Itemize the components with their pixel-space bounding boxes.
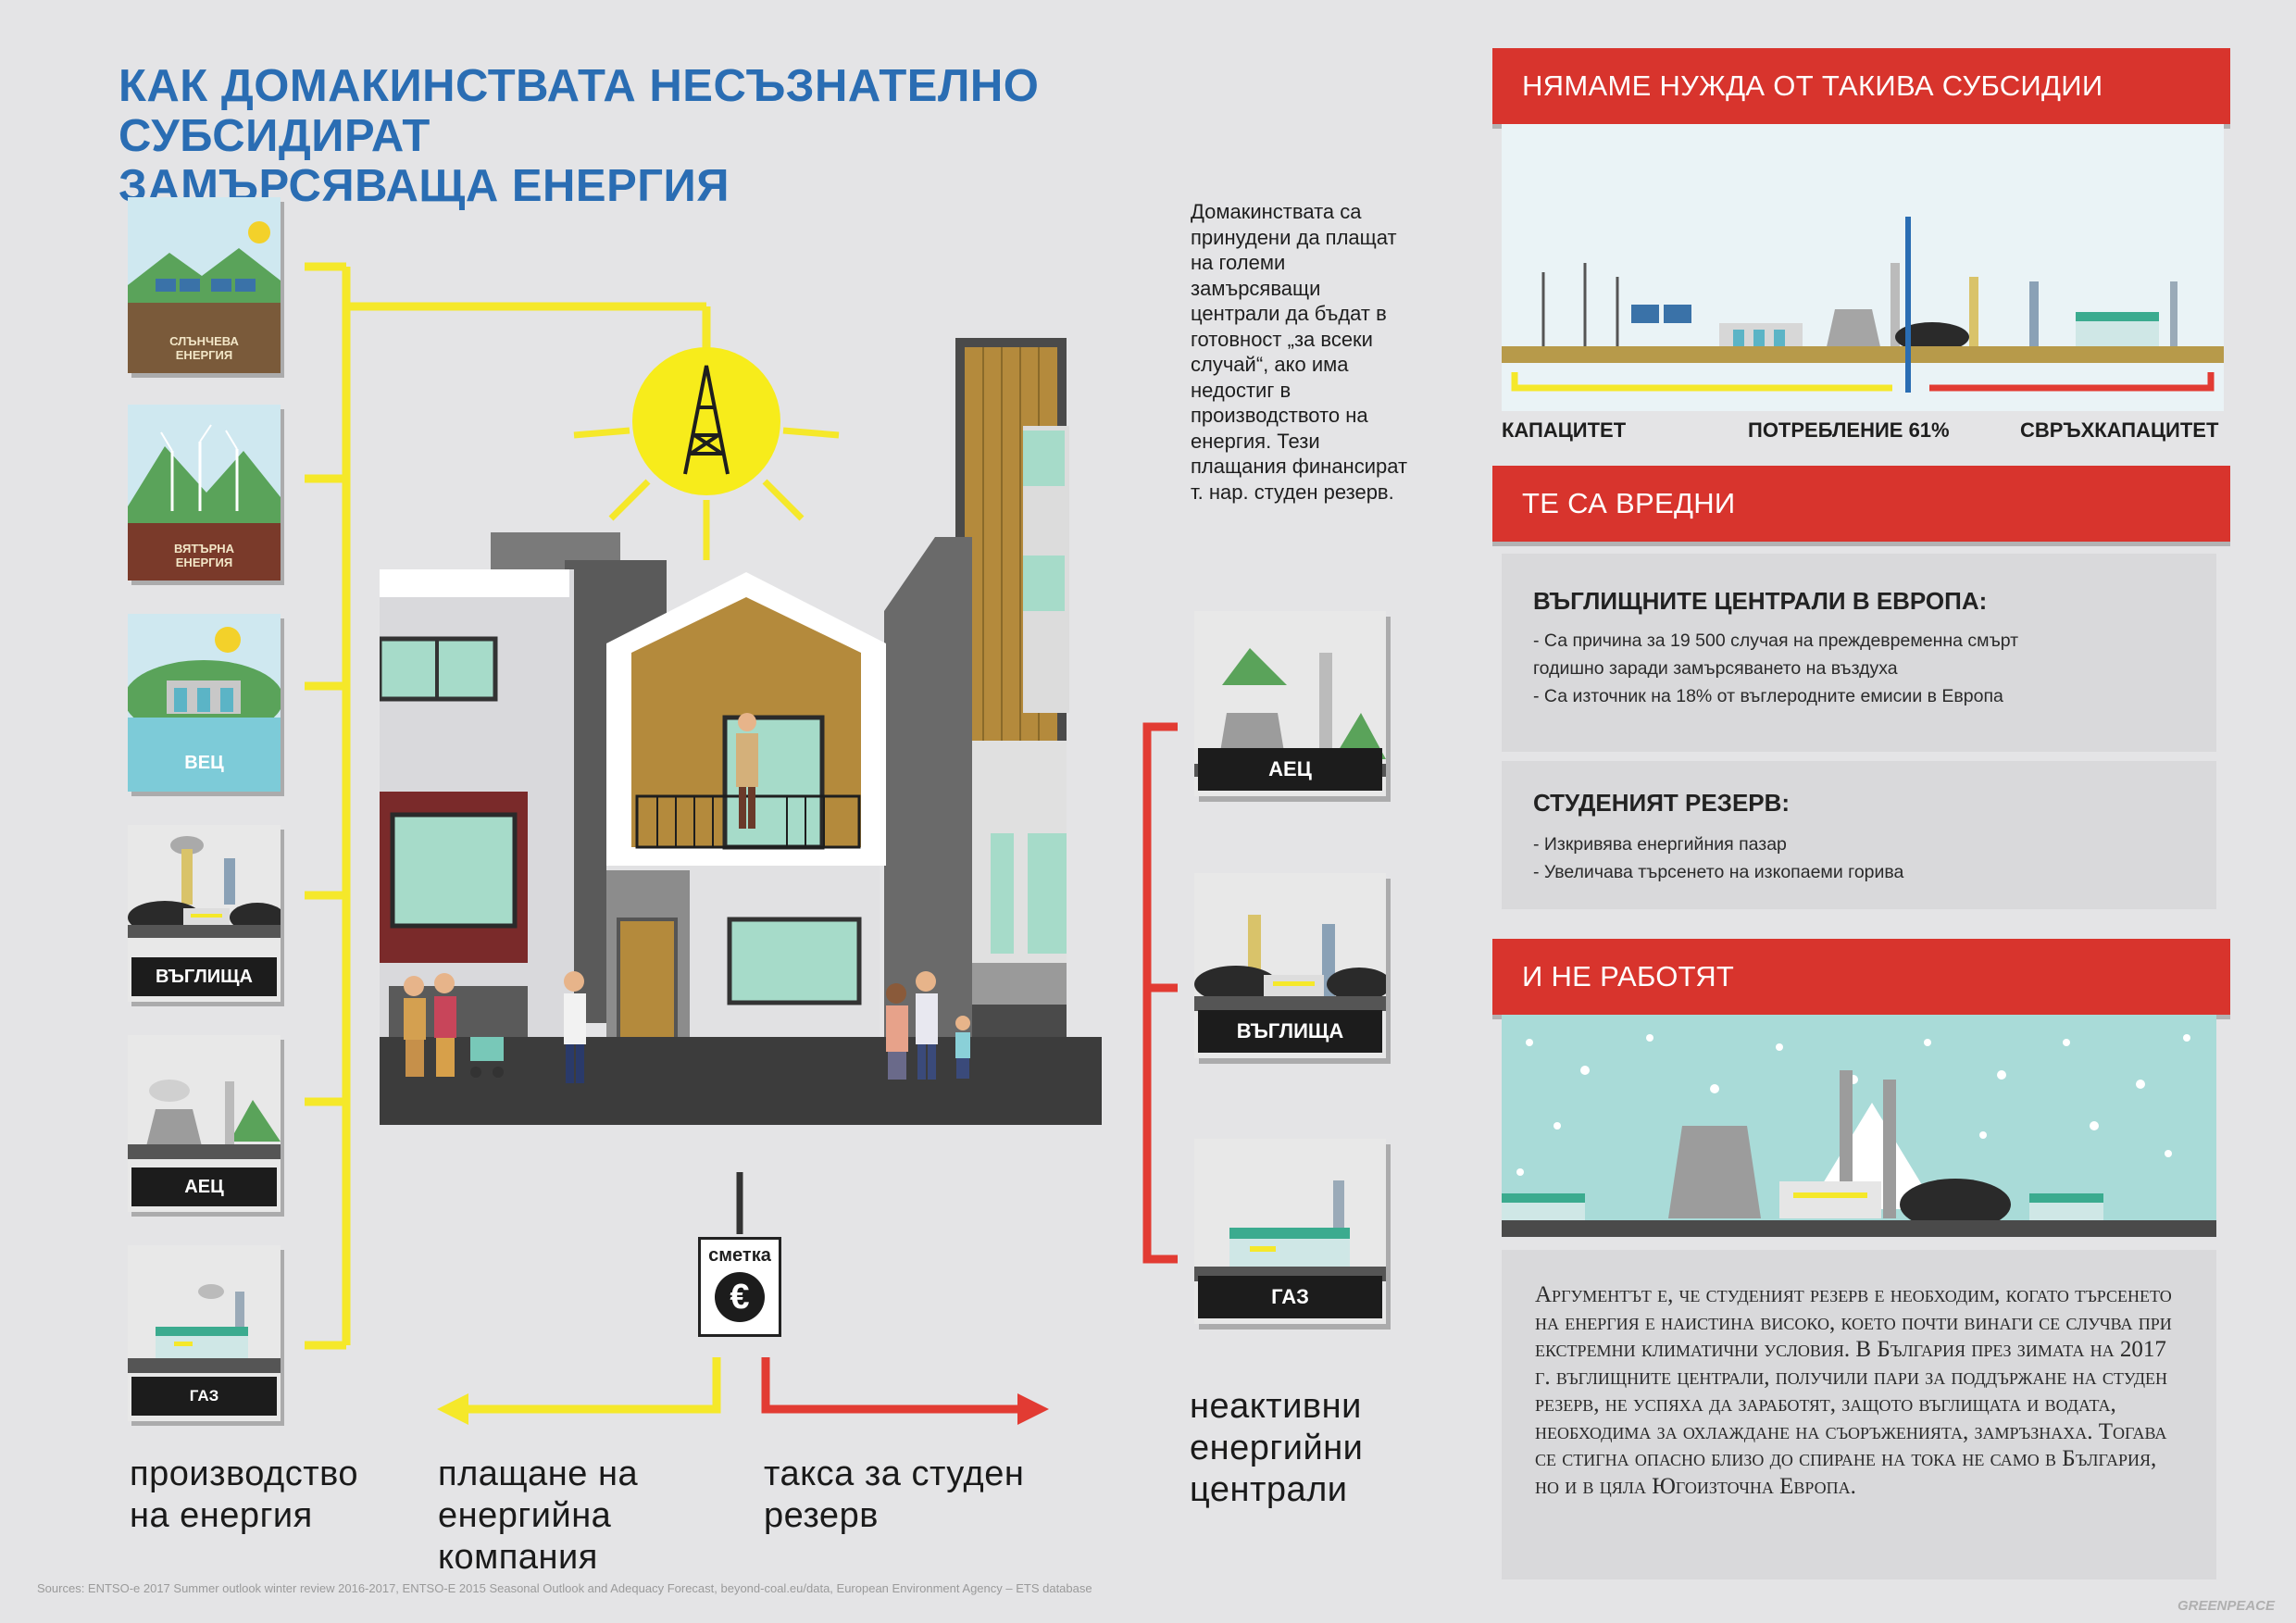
- connector-lines: [305, 262, 1178, 1425]
- wind-icon: [128, 405, 281, 581]
- hydro-icon: [128, 614, 281, 792]
- source-card-gas: ГАЗ: [128, 1245, 281, 1421]
- family-right-figures: [886, 971, 970, 1080]
- header-harmful: ТЕ СА ВРЕДНИ: [1492, 466, 2230, 542]
- electricity-bill: сметка €: [698, 1237, 781, 1337]
- capacity-bar: [1511, 372, 1892, 392]
- grandfather-figure: [736, 713, 758, 829]
- greenpeace-logo: GREENPEACE: [2177, 1598, 2276, 1614]
- label-inactive-plants: неактивни енергийни централи: [1190, 1387, 1364, 1509]
- fee-arrow: [761, 1357, 1018, 1414]
- sources-footnote: Sources: ENTSO-e 2017 Summer outlook win…: [37, 1581, 1092, 1595]
- label-consumption: ПОТРЕБЛЕНИЕ 61%: [1748, 418, 1950, 442]
- winter-plant-illustration: [1502, 1015, 2216, 1237]
- page-title: КАК ДОМАКИНСТВАТА НЕСЪЗНАТЕЛНО СУБСИДИРА…: [119, 61, 1322, 211]
- solar-icon: [128, 197, 281, 373]
- production-bracket: [305, 262, 711, 1350]
- label-fee: такса за студен резерв: [764, 1454, 1025, 1535]
- intro-text: Домакинствата са принудени да плащат на …: [1191, 200, 1408, 504]
- header-not-working: И НЕ РАБОТЯТ: [1492, 939, 2230, 1015]
- source-card-solar: СЛЪНЧЕВА ЕНЕРГИЯ: [128, 197, 281, 373]
- payment-arrow: [463, 1357, 721, 1414]
- houses-illustration: [380, 338, 1102, 1125]
- label-payment: плащане на енергийна компания: [438, 1454, 639, 1577]
- source-label-wind-1: ВЯТЪРНА: [173, 542, 235, 556]
- source-card-hydro: ВЕЦ: [128, 614, 281, 792]
- source-label-nuclear: АЕЦ: [131, 1167, 277, 1206]
- argument-panel: [1502, 1250, 2216, 1579]
- idle-label-coal: ВЪГЛИЩА: [1198, 1010, 1382, 1053]
- source-label-coal: ВЪГЛИЩА: [131, 957, 277, 996]
- idle-bracket: [1142, 722, 1178, 1264]
- idle-label-nuclear: АЕЦ: [1198, 748, 1382, 791]
- family-left-figures: [404, 971, 586, 1083]
- reserve-facts-title: СТУДЕНИЯТ РЕЗЕРВ:: [1533, 789, 1791, 817]
- coal-fact-3: - Са източник на 18% от въглеродните еми…: [1533, 686, 2003, 706]
- reserve-fact-2: - Увеличава търсенето на изкопаеми горив…: [1533, 862, 1904, 882]
- power-tower-sun-icon: [573, 347, 840, 560]
- payment-arrow-head: [437, 1393, 468, 1425]
- reserve-fact-1: - Изкривява енергийния пазар: [1533, 834, 1787, 855]
- source-label-gas: ГАЗ: [131, 1377, 277, 1416]
- coal-fact-2: годишно заради замърсяването на въздуха: [1533, 658, 1898, 679]
- label-capacity: КАПАЦИТЕТ: [1502, 418, 1627, 442]
- euro-icon: €: [715, 1272, 765, 1322]
- header-no-need: НЯМАМЕ НУЖДА ОТ ТАКИВА СУБСИДИИ: [1492, 48, 2230, 124]
- reserve-facts-panel: СТУДЕНИЯТ РЕЗЕРВ: - Изкривява енергийния…: [1502, 761, 2216, 909]
- coal-facts-panel: ВЪГЛИЩНИТЕ ЦЕНТРАЛИ В ЕВРОПА: - Са причи…: [1502, 554, 2216, 752]
- source-label-solar-1: СЛЪНЧЕВА: [169, 334, 239, 348]
- overcapacity-bar: [1929, 372, 2215, 392]
- coal-facts-title: ВЪГЛИЩНИТЕ ЦЕНТРАЛИ В ЕВРОПА:: [1533, 587, 1988, 615]
- capacity-illustration: [1502, 124, 2224, 411]
- label-production: производство на енергия: [130, 1454, 359, 1535]
- idle-card-coal: ВЪГЛИЩА: [1194, 873, 1391, 1058]
- idle-card-nuclear: АЕЦ: [1194, 611, 1386, 796]
- source-card-coal: ВЪГЛИЩА: [128, 825, 281, 1002]
- title-line-1: КАК ДОМАКИНСТВАТА НЕСЪЗНАТЕЛНО СУБСИДИРА…: [119, 61, 1040, 161]
- argument-text: Аргументът е, че студеният резерв е необ…: [1535, 1282, 2172, 1499]
- source-label-hydro: ВЕЦ: [184, 753, 224, 773]
- source-card-nuclear: АЕЦ: [128, 1035, 281, 1212]
- source-label-wind-2: ЕНЕРГИЯ: [175, 556, 233, 569]
- fee-arrow-head: [1017, 1393, 1049, 1425]
- consumption-marker: [1905, 217, 1911, 393]
- source-label-solar-2: ЕНЕРГИЯ: [175, 348, 233, 362]
- bill-label: сметка: [708, 1245, 771, 1266]
- coal-fact-1: - Са причина за 19 500 случая на преждев…: [1533, 630, 2019, 651]
- label-overcapacity: СВРЪХКАПАЦИТЕТ: [2020, 418, 2219, 442]
- idle-card-gas: ГАЗ: [1194, 1139, 1386, 1324]
- source-card-wind: ВЯТЪРНА ЕНЕРГИЯ: [128, 405, 281, 581]
- idle-label-gas: ГАЗ: [1198, 1276, 1382, 1318]
